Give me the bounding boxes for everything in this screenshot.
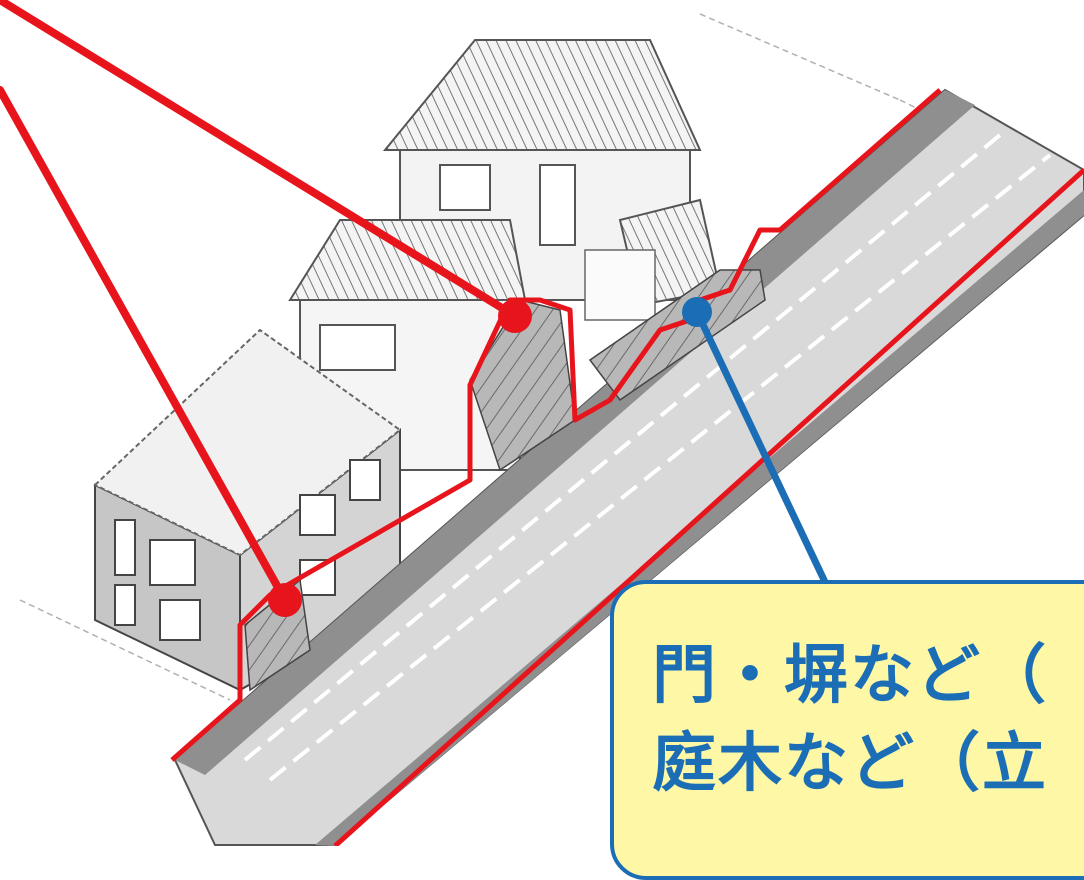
marker-dot-upper <box>498 299 532 333</box>
boundary-lines <box>170 88 1084 846</box>
callout-line-1: 門・塀など（ <box>652 639 1048 713</box>
callout-line-2: 庭木など（立 <box>652 727 1048 801</box>
fences <box>244 269 766 692</box>
blue-leader <box>682 297 829 586</box>
red-leaders <box>0 0 532 617</box>
marker-dot-blue <box>682 297 712 327</box>
marker-dot-lower <box>268 583 302 617</box>
callout-box: 門・塀など（ 庭木など（立 <box>610 580 1084 880</box>
front-building <box>93 328 402 692</box>
street-illustration <box>0 0 1084 846</box>
back-house <box>382 39 722 321</box>
